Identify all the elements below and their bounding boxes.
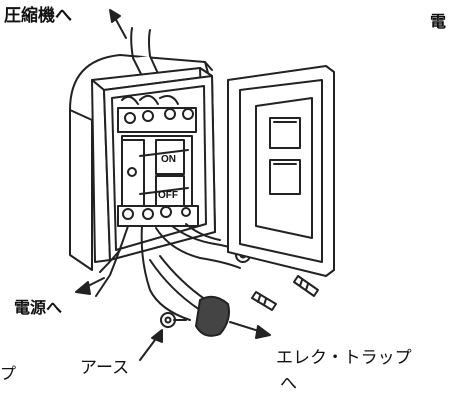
wall-switch-plate [227, 65, 335, 277]
arrow-to-compressor [109, 9, 127, 39]
label-to-elec-trap-line1: エレク・トラップ [276, 348, 412, 368]
arrow-to-elec-trap [229, 321, 271, 339]
bottom-terminal-block [117, 205, 199, 227]
wall-plate [69, 54, 213, 271]
earth-terminal [160, 312, 187, 328]
screw-2 [293, 275, 319, 297]
wire-clamp [195, 295, 230, 337]
switch-on-label: ON [161, 154, 176, 165]
arrow-to-power [75, 277, 105, 295]
switch-off-label: OFF [158, 190, 178, 201]
label-to-compressor: 圧縮機へ [4, 6, 72, 26]
compressor-cable [130, 27, 161, 79]
label-edge-top-right: 電 [430, 12, 447, 31]
label-to-elec-trap-line2: へ [280, 374, 297, 394]
label-to-power: 電源へ [14, 298, 63, 317]
arrow-to-earth [139, 329, 163, 361]
label-edge-left: プ [0, 364, 17, 383]
top-terminal-block [117, 94, 197, 133]
label-earth: アース [80, 358, 130, 378]
switch-body [121, 135, 193, 215]
screw-1 [251, 291, 277, 311]
